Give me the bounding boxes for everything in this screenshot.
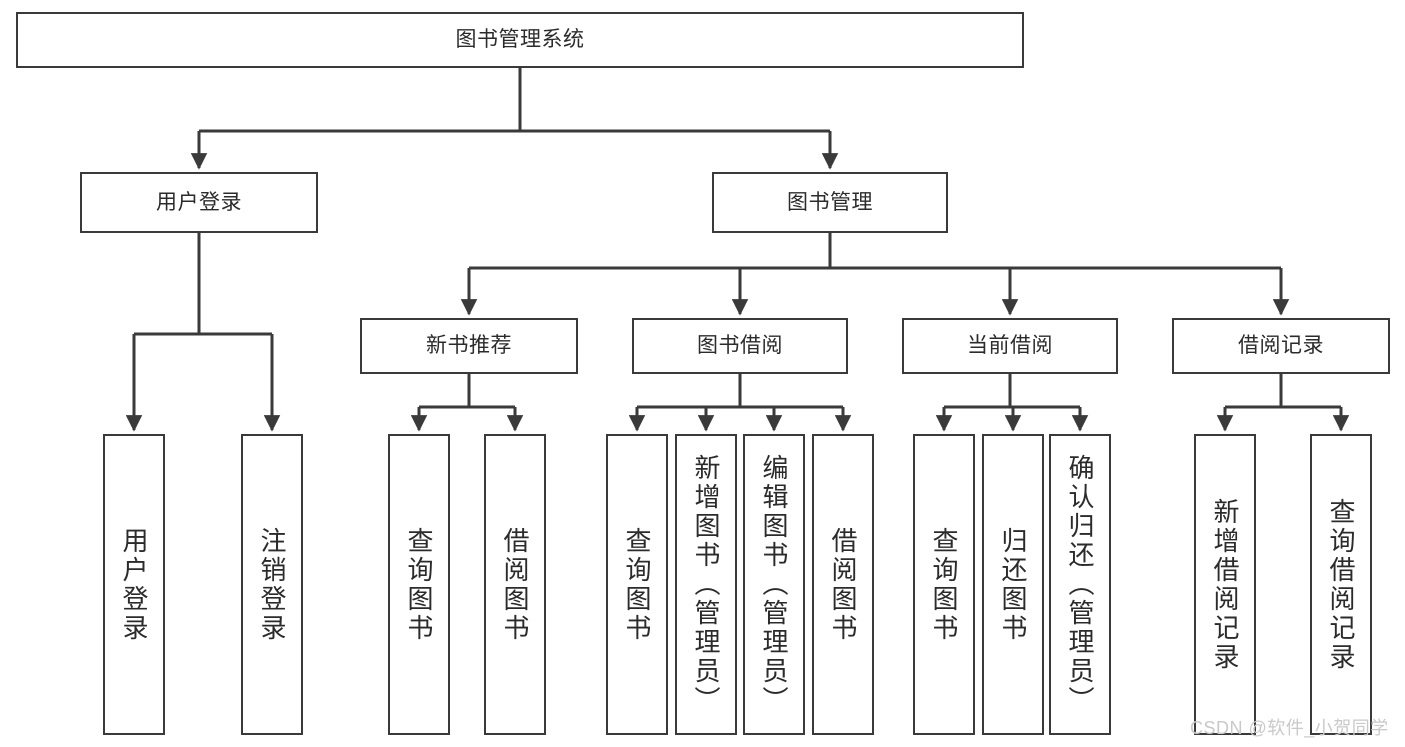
node-book-manage-label: 图书管理 [787, 190, 873, 214]
node-leaf-label: 新增借阅记录 [1210, 497, 1240, 672]
node-book-borrow[interactable]: 图书借阅 [632, 318, 848, 374]
node-leaf-user-login-login[interactable]: 用户登录 [103, 434, 165, 735]
node-book-manage[interactable]: 图书管理 [712, 172, 948, 233]
node-leaf-book-borrow-borrow[interactable]: 借阅图书 [812, 434, 874, 735]
node-leaf-label: 新增图书（管理员） [691, 454, 721, 715]
node-leaf-current-borrow-query[interactable]: 查询图书 [913, 434, 975, 735]
node-leaf-book-borrow-query[interactable]: 查询图书 [606, 434, 668, 735]
node-leaf-label: 用户登录 [119, 526, 149, 643]
node-leaf-user-login-logout[interactable]: 注销登录 [241, 434, 303, 735]
node-root-label: 图书管理系统 [455, 28, 585, 52]
node-current-borrow[interactable]: 当前借阅 [902, 318, 1118, 374]
node-leaf-label: 编辑图书（管理员） [759, 454, 789, 715]
node-leaf-book-borrow-add[interactable]: 新增图书（管理员） [675, 434, 737, 735]
node-leaf-label: 注销登录 [257, 526, 287, 643]
node-leaf-label: 查询借阅记录 [1326, 497, 1356, 672]
node-leaf-current-borrow-confirm[interactable]: 确认归还（管理员） [1049, 434, 1111, 735]
node-leaf-label: 借阅图书 [500, 526, 530, 643]
node-leaf-new-book-query[interactable]: 查询图书 [388, 434, 450, 735]
node-current-borrow-label: 当前借阅 [967, 334, 1053, 358]
node-leaf-current-borrow-return[interactable]: 归还图书 [982, 434, 1044, 735]
node-book-borrow-label: 图书借阅 [697, 334, 783, 358]
node-leaf-label: 借阅图书 [828, 526, 858, 643]
node-user-login-label: 用户登录 [156, 190, 242, 214]
node-leaf-label: 查询图书 [622, 526, 652, 643]
node-leaf-label: 查询图书 [404, 526, 434, 643]
node-leaf-label: 归还图书 [998, 526, 1028, 643]
node-borrow-record-label: 借阅记录 [1238, 334, 1324, 358]
node-root[interactable]: 图书管理系统 [16, 12, 1024, 68]
node-borrow-record[interactable]: 借阅记录 [1172, 318, 1390, 374]
node-new-book-recommend[interactable]: 新书推荐 [360, 318, 578, 374]
node-leaf-label: 查询图书 [929, 526, 959, 643]
node-leaf-label: 确认归还（管理员） [1065, 454, 1095, 715]
node-user-login[interactable]: 用户登录 [80, 172, 318, 233]
node-leaf-book-borrow-edit[interactable]: 编辑图书（管理员） [743, 434, 805, 735]
node-leaf-borrow-record-add[interactable]: 新增借阅记录 [1194, 434, 1256, 735]
node-leaf-new-book-borrow[interactable]: 借阅图书 [484, 434, 546, 735]
csdn-watermark: CSDN @软件_小贺同学 [1190, 718, 1389, 738]
node-new-book-recommend-label: 新书推荐 [426, 334, 512, 358]
node-leaf-borrow-record-query[interactable]: 查询借阅记录 [1310, 434, 1372, 735]
